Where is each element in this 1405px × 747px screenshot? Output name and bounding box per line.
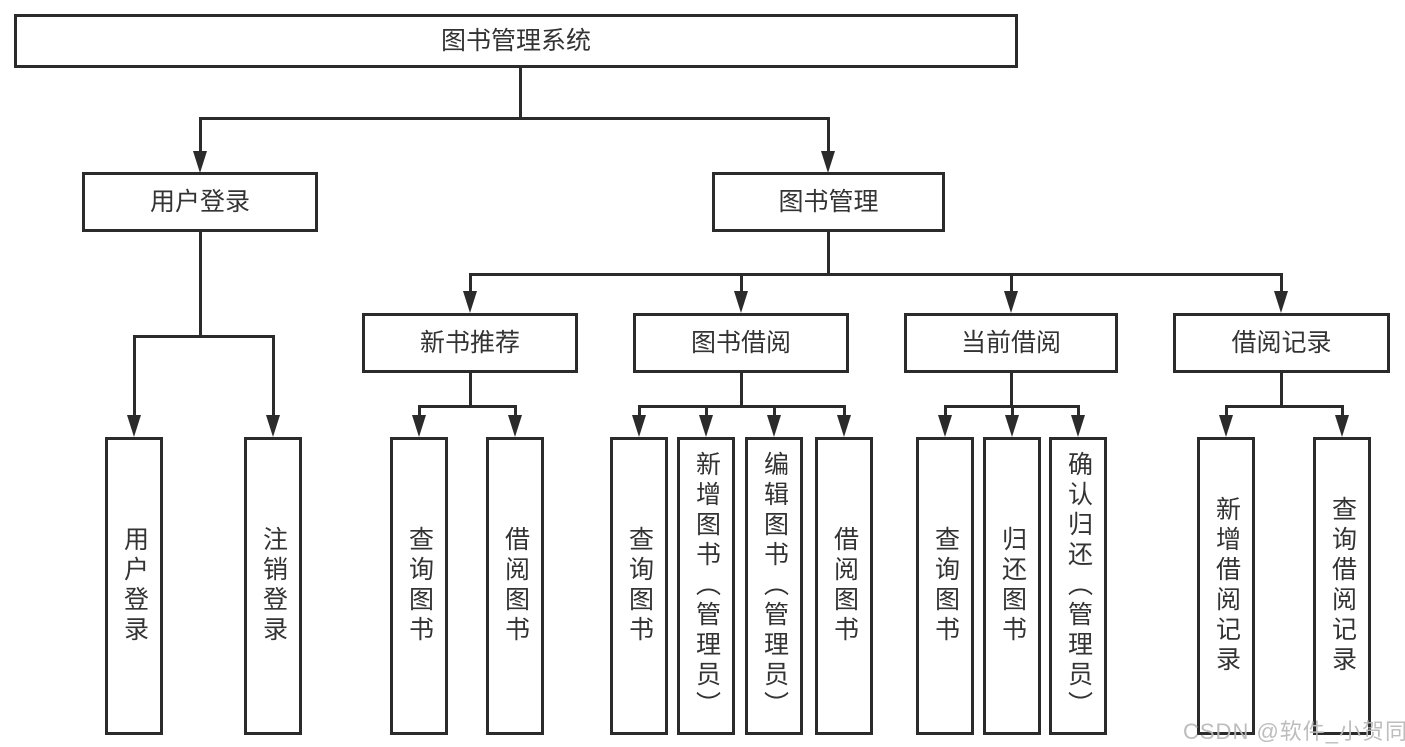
arrow-down-icon	[1219, 415, 1233, 437]
node-book-management: 图书管理	[712, 172, 945, 232]
connector-borrow-rail	[638, 405, 845, 408]
connector-records-stem	[1280, 373, 1283, 407]
arrow-down-icon	[127, 415, 141, 437]
arrow-down-icon	[632, 415, 646, 437]
arrow-down-icon	[938, 415, 952, 437]
leaf-query-books-current-label: 查询图书	[931, 526, 960, 646]
connector-mgmt-drop-2	[740, 273, 743, 293]
leaf-edit-book-admin-label: 编辑图书（管理员）	[760, 451, 789, 721]
leaf-confirm-return-admin: 确认归还（管理员）	[1049, 437, 1107, 735]
connector-root-drop-right	[827, 117, 830, 153]
leaf-borrow-books-borrow-label: 借阅图书	[830, 526, 859, 646]
arrow-down-icon	[193, 151, 207, 173]
connector-recommend-rail	[418, 405, 516, 408]
arrow-down-icon	[412, 415, 426, 437]
arrow-down-icon	[463, 291, 477, 313]
node-current-borrow: 当前借阅	[904, 313, 1118, 373]
connector-borrow-drop-1	[638, 405, 641, 417]
leaf-return-book: 归还图书	[983, 437, 1041, 735]
connector-root-rail	[199, 117, 830, 120]
connector-current-drop-3	[1077, 405, 1080, 417]
leaf-add-borrow-record-label: 新增借阅记录	[1212, 496, 1241, 676]
arrow-down-icon	[1004, 291, 1018, 313]
arrow-down-icon	[837, 415, 851, 437]
node-user-login: 用户登录	[82, 172, 318, 232]
connector-records-drop-1	[1225, 405, 1228, 417]
node-root: 图书管理系统	[14, 14, 1018, 68]
leaf-add-borrow-record: 新增借阅记录	[1197, 437, 1255, 735]
leaf-query-books-borrow-label: 查询图书	[625, 526, 654, 646]
leaf-borrow-books-recommend-label: 借阅图书	[501, 526, 530, 646]
leaf-query-books-borrow: 查询图书	[610, 437, 668, 735]
node-new-book-recommend: 新书推荐	[362, 313, 578, 373]
node-borrow-records: 借阅记录	[1173, 313, 1390, 373]
node-borrow-records-label: 借阅记录	[1231, 328, 1332, 357]
arrow-down-icon	[1005, 415, 1019, 437]
leaf-confirm-return-admin-label: 确认归还（管理员）	[1064, 451, 1093, 721]
leaf-add-book-admin-label: 新增图书（管理员）	[692, 451, 721, 721]
node-root-label: 图书管理系统	[440, 26, 591, 55]
leaf-query-books-recommend: 查询图书	[390, 437, 448, 735]
node-book-borrow: 图书借阅	[633, 313, 849, 373]
connector-borrow-stem	[740, 373, 743, 407]
leaf-logout: 注销登录	[244, 437, 302, 735]
leaf-borrow-books-borrow: 借阅图书	[815, 437, 873, 735]
leaf-edit-book-admin: 编辑图书（管理员）	[745, 437, 803, 735]
leaf-borrow-books-recommend: 借阅图书	[486, 437, 544, 735]
arrow-down-icon	[1274, 291, 1288, 313]
node-book-borrow-label: 图书借阅	[690, 328, 791, 357]
connector-mgmt-rail	[469, 273, 1283, 276]
arrow-down-icon	[734, 291, 748, 313]
leaf-add-book-admin: 新增图书（管理员）	[677, 437, 735, 735]
arrow-down-icon	[767, 415, 781, 437]
connector-borrow-drop-4	[843, 405, 846, 417]
node-new-book-recommend-label: 新书推荐	[419, 328, 520, 357]
leaf-logout-label: 注销登录	[259, 526, 288, 646]
leaf-query-borrow-record: 查询借阅记录	[1313, 437, 1371, 735]
arrow-down-icon	[699, 415, 713, 437]
connector-login-drop-2	[272, 335, 275, 415]
leaf-user-login: 用户登录	[105, 437, 163, 735]
connector-current-drop-1	[944, 405, 947, 417]
connector-current-drop-2	[1011, 405, 1014, 417]
connector-root-drop-left	[199, 117, 202, 153]
connector-borrow-drop-3	[773, 405, 776, 417]
node-current-borrow-label: 当前借阅	[960, 328, 1061, 357]
connector-recommend-stem	[469, 373, 472, 407]
node-user-login-label: 用户登录	[149, 187, 250, 216]
arrow-down-icon	[508, 415, 522, 437]
watermark-text: CSDN @软件_小贺同学	[1183, 719, 1405, 744]
connector-mgmt-stem	[827, 232, 830, 275]
arrow-down-icon	[821, 151, 835, 173]
connector-mgmt-drop-4	[1280, 273, 1283, 293]
connector-current-stem	[1010, 373, 1013, 407]
connector-recommend-drop-2	[514, 405, 517, 417]
connector-records-rail	[1225, 405, 1343, 408]
connector-mgmt-drop-3	[1010, 273, 1013, 293]
connector-recommend-drop-1	[418, 405, 421, 417]
arrow-down-icon	[1335, 415, 1349, 437]
connector-login-stem	[199, 232, 202, 336]
arrow-down-icon	[1071, 415, 1085, 437]
arrow-down-icon	[266, 415, 280, 437]
connector-login-rail	[133, 335, 275, 338]
leaf-query-books-recommend-label: 查询图书	[405, 526, 434, 646]
leaf-query-books-current: 查询图书	[916, 437, 974, 735]
leaf-return-book-label: 归还图书	[998, 526, 1027, 646]
leaf-query-borrow-record-label: 查询借阅记录	[1328, 496, 1357, 676]
connector-borrow-drop-2	[705, 405, 708, 417]
connector-root-stem	[519, 68, 522, 118]
node-book-management-label: 图书管理	[778, 187, 879, 216]
connector-mgmt-drop-1	[469, 273, 472, 293]
leaf-user-login-label: 用户登录	[120, 526, 149, 646]
connector-records-drop-2	[1341, 405, 1344, 417]
connector-login-drop-1	[133, 335, 136, 415]
